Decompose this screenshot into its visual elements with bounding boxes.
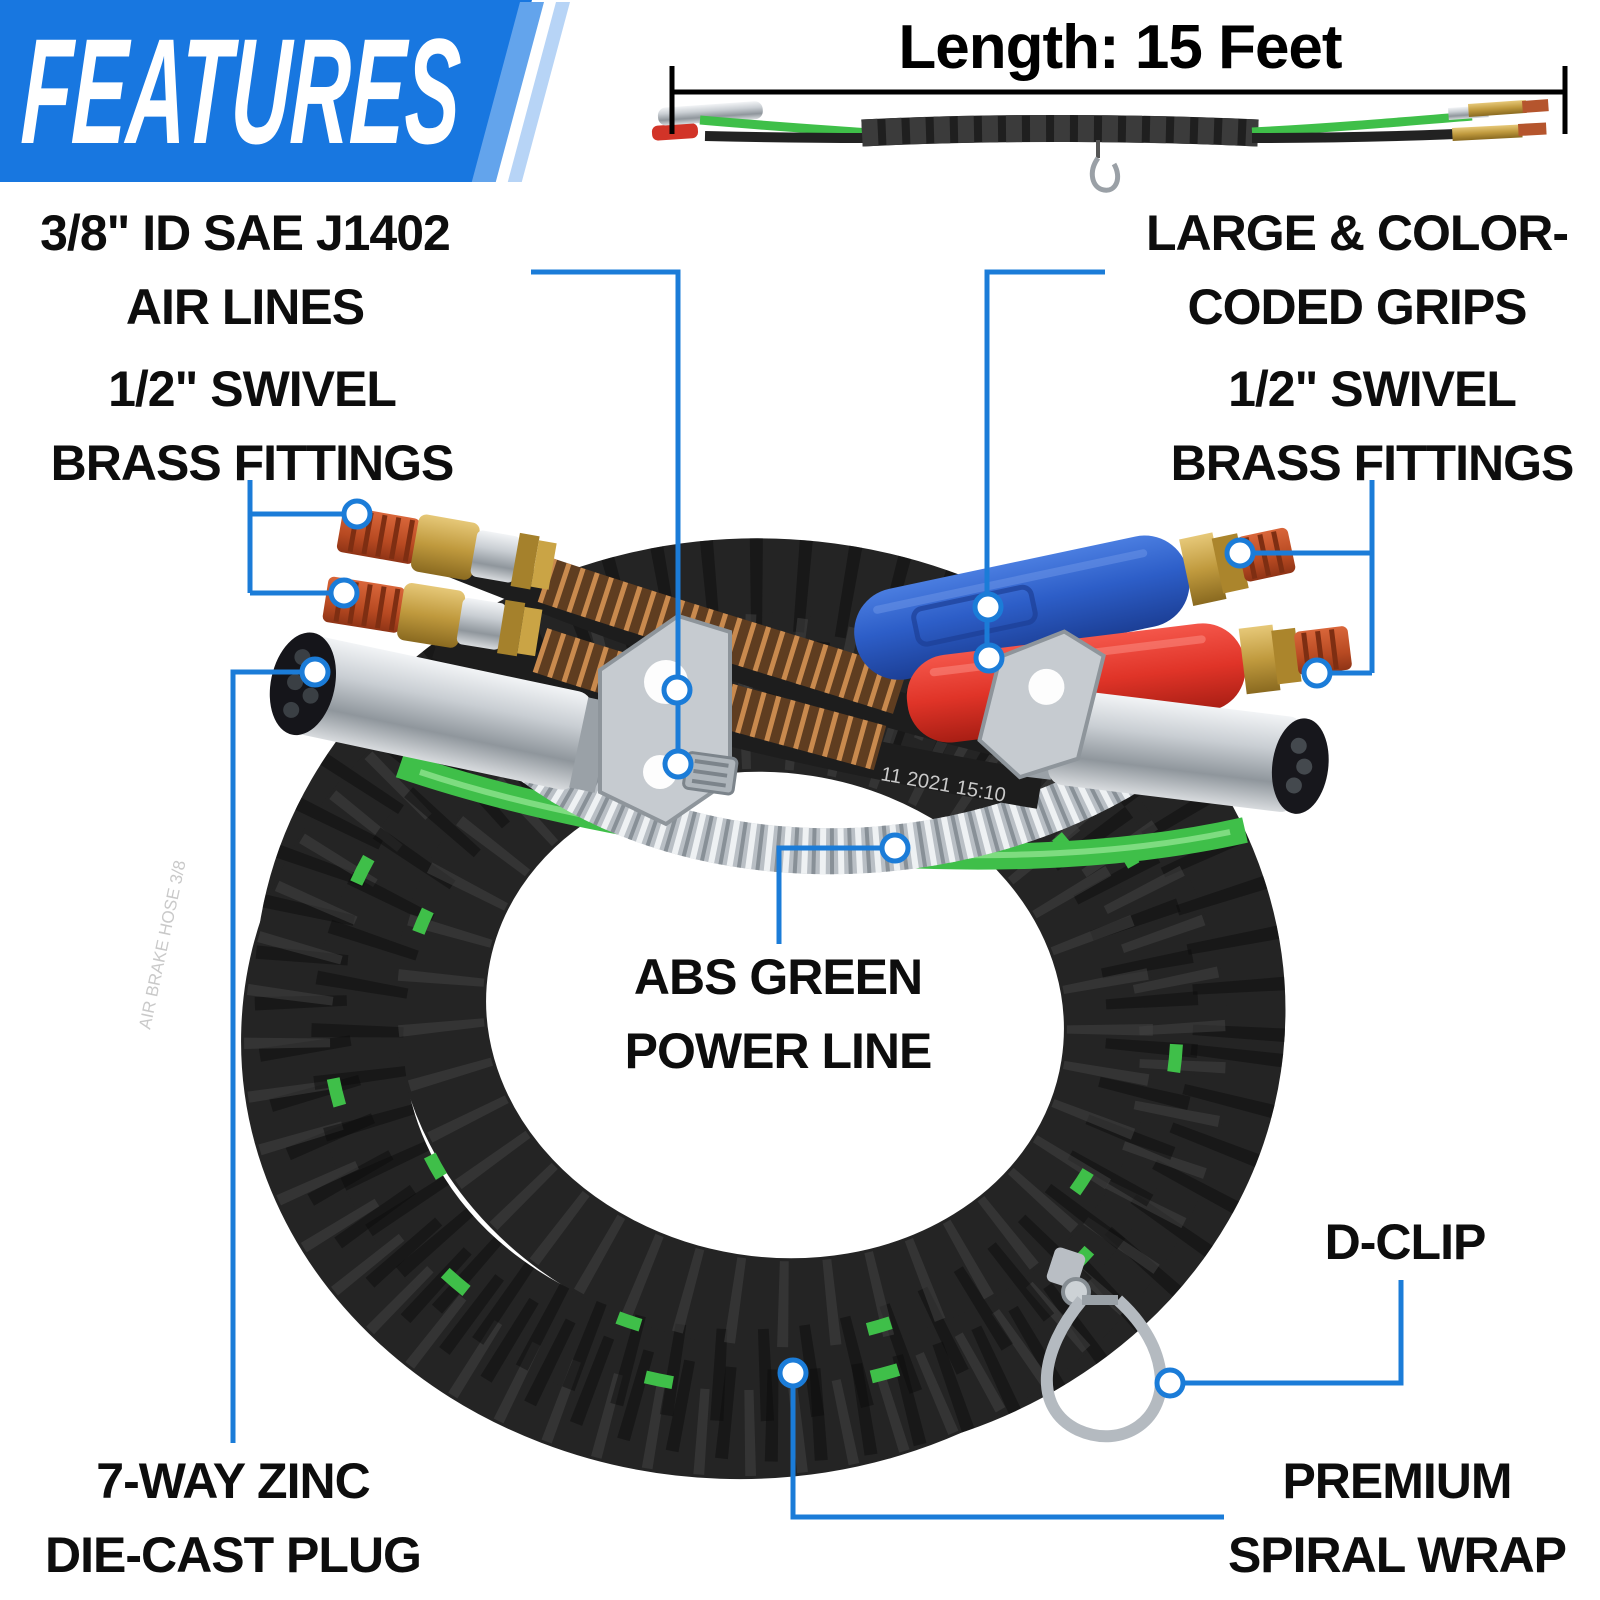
callout-dot [341,498,373,530]
brass-hex-nut [411,514,480,580]
callout-lines [230,269,1404,1520]
label-plug: 7-WAY ZINC DIE-CAST PLUG [13,1444,453,1592]
plug-body [291,637,593,790]
label-line: D-CLIP [1324,1214,1487,1270]
stretched-product-strip [651,99,1549,193]
chrome-spring [489,720,1142,875]
label-line: AIR LINES [125,279,365,335]
blue-grip [854,527,1296,680]
label-fittings-right: 1/2" SWIVEL BRASS FITTINGS [1152,352,1592,500]
hose-print-marking: AIR BRAKE HOSE 3/8 [135,859,189,1031]
label-grips: LARGE & COLOR- CODED GRIPS [1137,196,1577,344]
callout-fittings-left [247,480,357,596]
callout-dot [973,642,1005,674]
callout-dot [879,832,911,864]
callout-dot [1224,537,1256,569]
label-line: BRASS FITTINGS [1170,435,1575,491]
label-line: 3/8" ID SAE J1402 [40,205,451,261]
label-line: DIE-CAST PLUG [45,1527,422,1583]
label-line: LARGE & COLOR- [1145,205,1569,261]
brass-hex-nut [1238,624,1281,695]
callout-abs-line [776,845,882,944]
dimension-line [669,66,1568,134]
callout-dot [777,1357,809,1389]
brass-swivel-fitting-left-2 [322,576,543,657]
label-fittings-left: 1/2" SWIVEL BRASS FITTINGS [32,352,472,500]
hose-clamp [682,751,739,796]
callout-spiral-wrap [790,1373,1224,1520]
callout-dot [1154,1367,1186,1399]
callout-dot [328,577,360,609]
callout-dot [661,674,693,706]
label-line: PREMIUM [1282,1453,1512,1509]
label-d-clip: D-CLIP [1185,1205,1600,1279]
plug-body [1048,689,1305,812]
callout-plug [230,669,302,1443]
d-clip-carabiner [1041,1247,1167,1443]
label-line: ABS GREEN [633,949,923,1005]
callout-d-clip [1184,1280,1404,1386]
callout-dot [972,591,1004,623]
label-line: POWER LINE [624,1023,933,1079]
brass-hex-nut [397,583,466,648]
features-banner-title: FEATURES [18,7,464,175]
callout-air-lines [531,269,681,764]
label-line: 1/2" SWIVEL [1228,361,1517,417]
label-line: BRASS FITTINGS [50,435,455,491]
label-line: 7-WAY ZINC [96,1453,370,1509]
length-label: Length: 15 Feet [898,13,1342,82]
green-line-peek [320,647,1184,1397]
label-spiral-wrap: PREMIUM SPIRAL WRAP [1177,1444,1600,1592]
copper-spring-guard [537,558,908,714]
label-line: SPIRAL WRAP [1227,1527,1567,1583]
chrome-collar [456,598,506,650]
callout-dot [299,656,331,688]
d-clip-mini [1089,140,1121,193]
features-banner: FEATURES [0,0,532,182]
callout-dot [662,748,694,780]
red-grip-mini [651,123,699,141]
mounting-bracket-right [977,629,1106,780]
label-abs-line: ABS GREEN POWER LINE [558,940,998,1088]
label-air-lines: 3/8" ID SAE J1402 AIR LINES [25,196,465,344]
callout-dot [1301,657,1333,689]
callout-grips [984,269,1105,658]
chrome-collar [470,530,521,583]
label-line: CODED GRIPS [1187,279,1527,335]
label-line: 1/2" SWIVEL [108,361,397,417]
